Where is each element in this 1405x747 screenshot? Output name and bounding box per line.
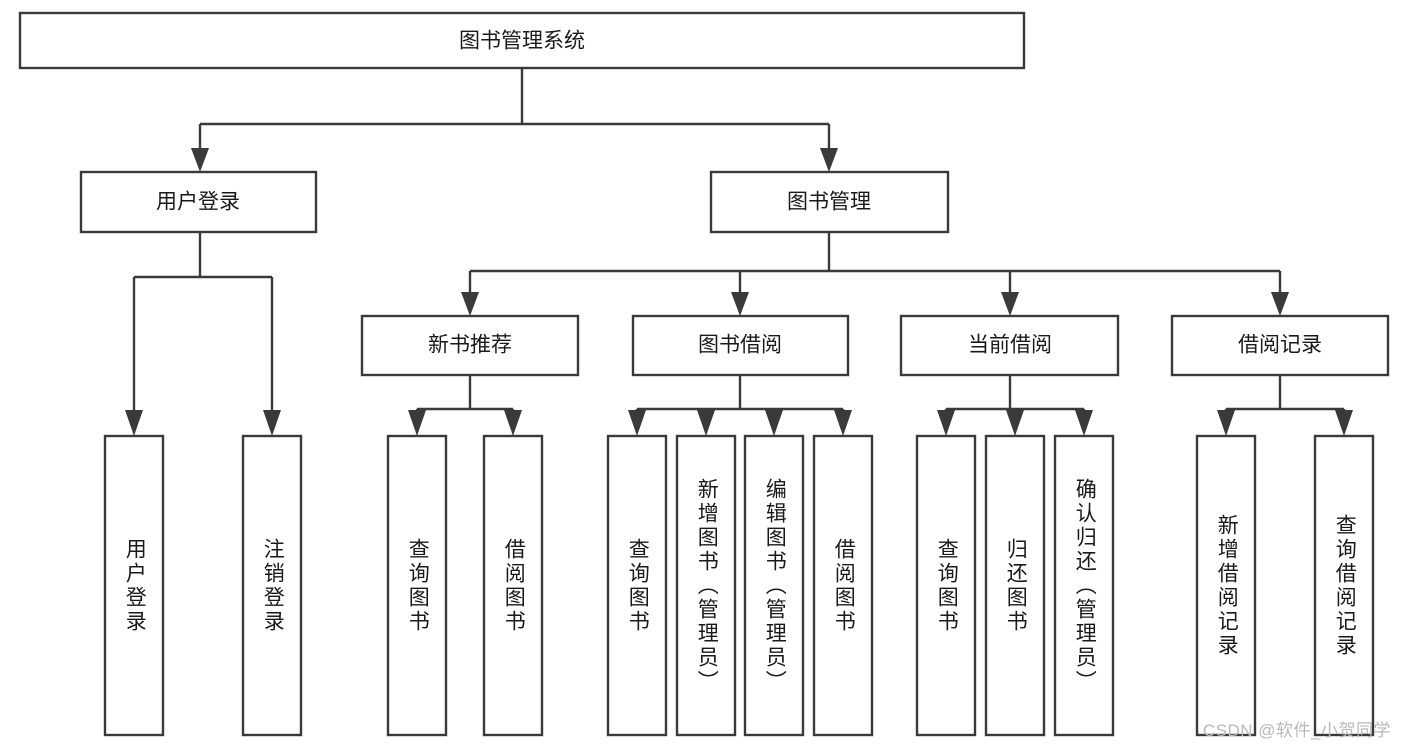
node-label-user-login: 用户登录: [156, 191, 240, 214]
arrow-leaf-query-book-3: [937, 410, 955, 436]
connector-layer: [125, 68, 1353, 436]
arrow-to-user-login: [191, 148, 209, 172]
node-label-book-manage: 图书管理: [787, 191, 871, 214]
arrow-leaf-add-book: [697, 410, 715, 436]
arrow-leaf-user-login: [125, 410, 143, 436]
watermark-text: CSDN @软件_小贺同学: [1202, 721, 1391, 740]
node-box-current-borrow[interactable]: [899, 314, 1120, 377]
arrow-leaf-borrow-book-1: [504, 410, 522, 436]
node-box-leaf-logout-login[interactable]: [241, 434, 303, 737]
node-box-leaf-add-borrow-record[interactable]: [1195, 434, 1257, 737]
arrow-to-new-book-recommend: [461, 292, 479, 316]
node-box-leaf-query-borrow-record[interactable]: [1313, 434, 1375, 737]
node-layer: 图书管理系统 用户登录 图书管理 新书推荐 图书借阅 当前借阅 借阅记录: [18, 11, 1390, 737]
arrow-leaf-return-book: [1006, 410, 1024, 436]
arrow-leaf-confirm-return: [1075, 410, 1093, 436]
node-label-book-borrow: 图书借阅: [698, 334, 782, 357]
arrow-leaf-edit-book: [765, 410, 783, 436]
node-box-book-borrow[interactable]: [631, 314, 850, 377]
arrow-to-borrow-record: [1271, 292, 1289, 316]
node-label-current-borrow: 当前借阅: [968, 334, 1052, 357]
arrow-leaf-query-book-2: [628, 410, 646, 436]
node-box-leaf-query-book-3[interactable]: [915, 434, 977, 737]
arrow-leaf-query-borrow-record: [1335, 410, 1353, 436]
node-box-borrow-record[interactable]: [1170, 314, 1390, 377]
arrow-to-book-manage: [820, 148, 838, 172]
node-box-new-book-recommend[interactable]: [360, 314, 580, 377]
node-box-leaf-return-book[interactable]: [984, 434, 1046, 737]
arrow-leaf-add-borrow-record: [1217, 410, 1235, 436]
node-box-leaf-query-book-1[interactable]: [386, 434, 448, 737]
node-box-leaf-confirm-return[interactable]: [1053, 434, 1115, 737]
node-label-borrow-record: 借阅记录: [1238, 334, 1322, 357]
node-box-leaf-borrow-book-1[interactable]: [482, 434, 544, 737]
node-box-leaf-query-book-2[interactable]: [606, 434, 668, 737]
arrow-leaf-logout-login: [263, 410, 281, 436]
node-label-new-book-recommend: 新书推荐: [428, 334, 512, 357]
node-box-leaf-user-login[interactable]: [103, 434, 165, 737]
arrow-leaf-borrow-book-2: [834, 410, 852, 436]
node-box-root[interactable]: [18, 11, 1026, 70]
node-box-leaf-edit-book[interactable]: [743, 434, 805, 737]
node-box-user-login[interactable]: [79, 170, 318, 234]
node-box-leaf-borrow-book-2[interactable]: [812, 434, 874, 737]
node-box-book-manage[interactable]: [709, 170, 950, 234]
arrow-to-current-borrow: [1001, 292, 1019, 316]
arrow-to-book-borrow: [731, 292, 749, 316]
node-box-leaf-add-book[interactable]: [675, 434, 737, 737]
arrow-leaf-query-book-1: [408, 410, 426, 436]
node-label-root: 图书管理系统: [459, 30, 585, 53]
